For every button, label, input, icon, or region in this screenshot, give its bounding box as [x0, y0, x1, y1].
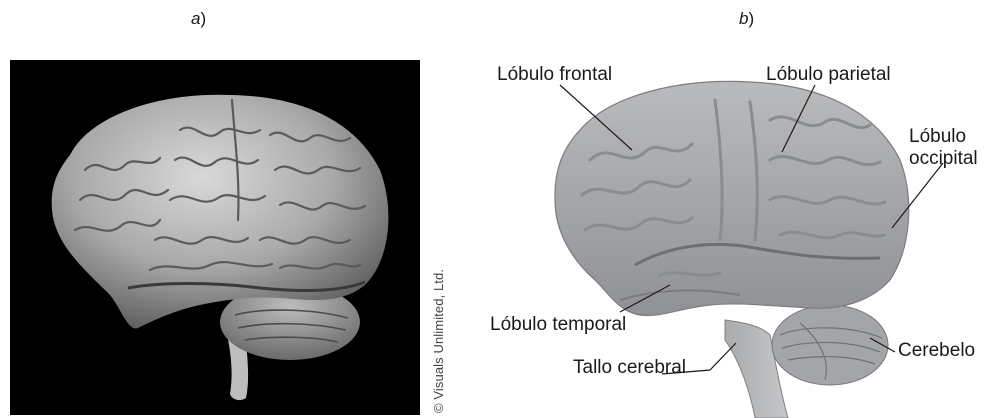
label-lobulo-frontal: Lóbulo frontal [497, 64, 612, 86]
label-lobulo-parietal: Lóbulo parietal [766, 64, 891, 86]
cerebellum-shape [772, 305, 888, 385]
label-cerebelo: Cerebelo [898, 340, 975, 362]
photo-credit: © Visuals Unlimited, Ltd. [431, 269, 446, 413]
label-occipital-line2: occipital [909, 148, 978, 169]
label-tallo-cerebral: Tallo cerebral [573, 357, 686, 379]
panel-paren-b: ) [748, 9, 754, 28]
panel-paren-a: ) [200, 9, 206, 28]
brain-photo [10, 60, 420, 415]
label-lobulo-temporal: Lóbulo temporal [490, 314, 626, 336]
brain-photo-image [10, 60, 420, 415]
panel-label-b: b) [739, 9, 754, 29]
label-occipital-line1: Lóbulo [909, 126, 966, 147]
panel-label-a: a) [191, 9, 206, 29]
